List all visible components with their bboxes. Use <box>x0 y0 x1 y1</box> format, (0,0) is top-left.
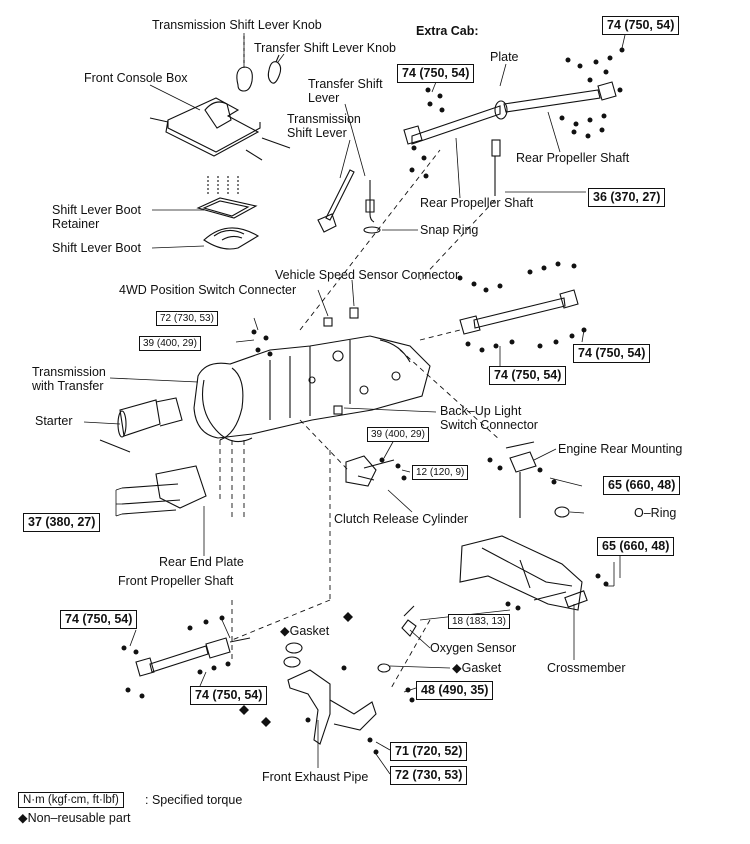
torque-12-small: 12 (120, 9) <box>412 465 469 480</box>
torque-65-upper: 65 (660, 48) <box>603 476 681 495</box>
label-plate: Plate <box>490 50 519 64</box>
torque-37: 37 (380, 27) <box>23 513 101 532</box>
starter-part <box>99 397 183 453</box>
transmission-part <box>193 335 431 443</box>
torque-74-front-mid: 74 (750, 54) <box>190 686 268 705</box>
trans-shift-knob-part <box>236 66 253 92</box>
torque-39-small-right: 39 (400, 29) <box>367 427 429 442</box>
label-transmission-shift-lever: Transmission Shift Lever <box>287 112 361 140</box>
o-ring-part <box>554 506 570 518</box>
label-transfer-shift-lever: Transfer Shift Lever <box>308 77 383 105</box>
legend-nonreusable-part: ◆Non–reusable part <box>18 811 131 825</box>
clutch-release-cylinder-part <box>345 455 395 487</box>
torque-18-small: 18 (183, 13) <box>448 614 510 629</box>
label-oxygen-sensor: Oxygen Sensor <box>430 641 517 655</box>
torque-74-front-left: 74 (750, 54) <box>60 610 138 629</box>
4wd-switch-connector-part <box>323 317 333 327</box>
torque-72: 72 (730, 53) <box>390 766 468 785</box>
crossmember-part <box>459 535 588 611</box>
torque-74-top-left: 74 (750, 54) <box>397 64 475 83</box>
label-backup-light-switch-connector: Back–Up Light Switch Connector <box>440 404 538 432</box>
shift-lever-boot-part <box>196 176 260 250</box>
torque-74-mid-right: 74 (750, 54) <box>573 344 651 363</box>
label-transmission-with-transfer: Transmission with Transfer <box>32 365 106 393</box>
label-transfer-shift-lever-knob: Transfer Shift Lever Knob <box>254 41 396 55</box>
torque-74-mid: 74 (750, 54) <box>489 366 567 385</box>
label-gasket-upper: ◆Gasket <box>280 624 330 638</box>
label-front-exhaust-pipe: Front Exhaust Pipe <box>262 770 369 784</box>
label-rear-propeller-shaft-upper: Rear Propeller Shaft <box>516 151 630 165</box>
engine-rear-mounting-part <box>505 441 537 518</box>
label-shift-lever-boot-retainer: Shift Lever Boot Retainer <box>52 203 141 231</box>
torque-36: 36 (370, 27) <box>588 188 666 207</box>
label-engine-rear-mounting: Engine Rear Mounting <box>558 442 683 456</box>
front-propeller-shaft-part <box>135 637 251 677</box>
label-crossmember: Crossmember <box>547 661 626 675</box>
torque-39-small-left: 39 (400, 29) <box>139 336 201 351</box>
label-snap-ring: Snap Ring <box>420 223 479 237</box>
label-transmission-shift-lever-knob: Transmission Shift Lever Knob <box>152 18 322 32</box>
label-clutch-release-cylinder: Clutch Release Cylinder <box>334 512 469 526</box>
torque-65-lower: 65 (660, 48) <box>597 537 675 556</box>
transfer-shift-knob-part <box>267 61 282 84</box>
label-rear-propeller-shaft-lower: Rear Propeller Shaft <box>420 196 534 210</box>
legend-torque-unit-box: N·m (kgf·cm, ft·lbf) <box>18 792 124 808</box>
backup-light-connector-part <box>333 405 343 415</box>
nonreusable-markers <box>239 612 353 727</box>
label-4wd-position-switch-connector: 4WD Position Switch Connecter <box>119 283 297 297</box>
label-o-ring: O–Ring <box>634 506 677 520</box>
oxygen-sensor-part <box>401 605 417 637</box>
label-vehicle-speed-sensor-connector: Vehicle Speed Sensor Connector <box>275 268 460 282</box>
rear-propeller-shaft-part <box>459 289 579 335</box>
torque-72-small: 72 (730, 53) <box>156 311 218 326</box>
front-exhaust-pipe-part <box>283 642 391 745</box>
label-rear-end-plate: Rear End Plate <box>159 555 244 569</box>
label-starter: Starter <box>35 414 73 428</box>
rear-end-plate-part <box>121 465 207 515</box>
label-front-propeller-shaft: Front Propeller Shaft <box>118 574 234 588</box>
torque-74-top-right: 74 (750, 54) <box>602 16 680 35</box>
shift-levers-part <box>317 169 381 234</box>
front-console-box-part <box>149 97 291 161</box>
label-shift-lever-boot: Shift Lever Boot <box>52 241 141 255</box>
torque-48: 48 (490, 35) <box>416 681 494 700</box>
label-front-console-box: Front Console Box <box>84 71 188 85</box>
torque-71: 71 (720, 52) <box>390 742 468 761</box>
vss-connector-part <box>349 307 359 319</box>
rear-propeller-shaft-extra-cab-part <box>403 81 617 196</box>
label-extra-cab: Extra Cab: <box>416 24 479 38</box>
label-gasket-lower: ◆Gasket <box>452 661 502 675</box>
legend-specified-torque: : Specified torque <box>145 793 243 807</box>
fastener-dots <box>121 47 625 755</box>
